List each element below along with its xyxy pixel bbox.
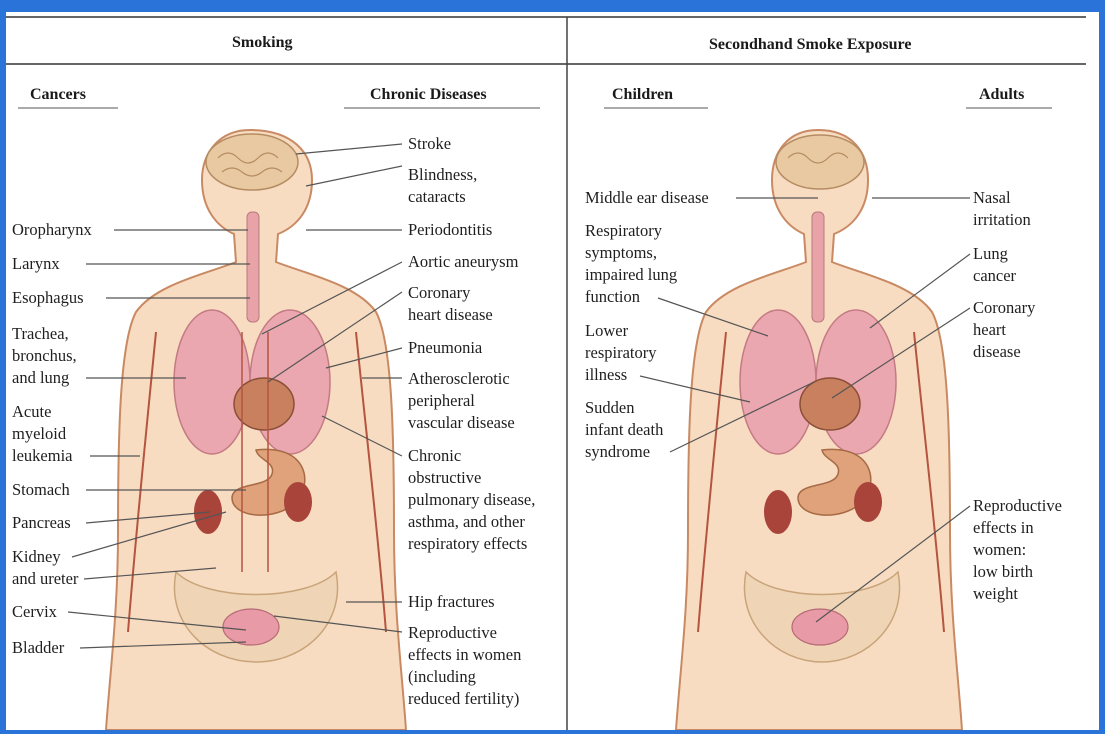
- airway-left: [247, 212, 259, 322]
- uterus-left: [223, 609, 279, 645]
- diagram-panel: Smoking Secondhand Smoke Exposure Cancer…: [6, 12, 1099, 730]
- label-copd: Chronic obstructive pulmonary disease, a…: [408, 445, 535, 555]
- label-sids: Sudden infant death syndrome: [585, 397, 663, 463]
- label-pneumonia: Pneumonia: [408, 337, 482, 359]
- subheader-children: Children: [612, 86, 673, 104]
- anatomy-figure: [6, 12, 1099, 730]
- label-aortic-aneurysm: Aortic aneurysm: [408, 251, 518, 273]
- subheader-adults: Adults: [979, 86, 1024, 104]
- label-lower-respiratory-illness: Lower respiratory illness: [585, 320, 656, 386]
- lung-left-a: [174, 310, 250, 454]
- label-pancreas: Pancreas: [12, 512, 71, 534]
- header-secondhand: Secondhand Smoke Exposure: [709, 36, 911, 54]
- label-bladder: Bladder: [12, 637, 64, 659]
- label-stroke: Stroke: [408, 133, 451, 155]
- airway-right: [812, 212, 824, 322]
- uterus-right: [792, 609, 848, 645]
- label-oropharynx: Oropharynx: [12, 219, 92, 241]
- label-nasal-irritation: Nasal irritation: [973, 187, 1031, 231]
- subheader-chronic: Chronic Diseases: [370, 86, 487, 104]
- label-middle-ear-disease: Middle ear disease: [585, 187, 709, 209]
- header-smoking: Smoking: [232, 34, 292, 52]
- label-trachea-bronchus-lung: Trachea, bronchus, and lung: [12, 323, 77, 389]
- label-cervix: Cervix: [12, 601, 57, 623]
- label-hip-fractures: Hip fractures: [408, 591, 495, 613]
- label-stomach: Stomach: [12, 479, 70, 501]
- figure-secondhand: [676, 130, 962, 730]
- label-reproductive-effects-women: Reproductive effects in women (including…: [408, 622, 521, 710]
- kidney-right-a: [764, 490, 792, 534]
- heart-left: [234, 378, 294, 430]
- label-atherosclerotic: Atherosclerotic peripheral vascular dise…: [408, 368, 515, 434]
- label-respiratory-symptoms: Respiratory symptoms, impaired lung func…: [585, 220, 677, 308]
- subheader-cancers: Cancers: [30, 86, 86, 104]
- figure-smoking: [106, 130, 406, 730]
- label-periodontitis: Periodontitis: [408, 219, 492, 241]
- label-coronary-heart-disease: Coronary heart disease: [408, 282, 493, 326]
- label-lung-cancer: Lung cancer: [973, 243, 1016, 287]
- label-blindness-cataracts: Blindness, cataracts: [408, 164, 477, 208]
- label-kidney-ureter: Kidney and ureter: [12, 546, 78, 590]
- kidney-right-b: [854, 482, 882, 522]
- brain-right: [776, 135, 864, 189]
- label-coronary-heart-disease-adults: Coronary heart disease: [973, 297, 1035, 363]
- label-reproductive-low-birth-weight: Reproductive effects in women: low birth…: [973, 495, 1062, 605]
- label-esophagus: Esophagus: [12, 287, 84, 309]
- label-acute-myeloid-leukemia: Acute myeloid leukemia: [12, 401, 72, 467]
- label-larynx: Larynx: [12, 253, 60, 275]
- lung-right-a: [740, 310, 816, 454]
- kidney-left-b: [284, 482, 312, 522]
